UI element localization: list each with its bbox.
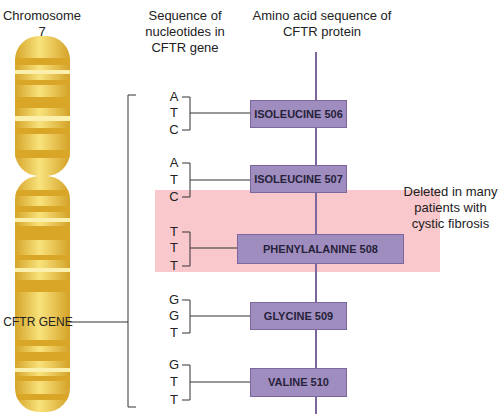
nucleotide-letter: T	[166, 224, 182, 240]
nucleotide-letter: A	[166, 155, 182, 171]
column-heading: Chromosome 7	[2, 8, 82, 40]
nucleotide-letter: T	[166, 240, 182, 256]
chromosome-band	[15, 218, 70, 222]
amino-acid-name: GLYCINE 509	[264, 310, 333, 323]
chromosome-band	[15, 206, 70, 212]
nucleotide-letter: G	[166, 292, 182, 308]
chromosome-band	[15, 394, 70, 400]
nucleotide-letter: T	[166, 374, 182, 390]
amino-acid-name: ISOLEUCINE 507	[254, 173, 343, 186]
nucleotide-letter: T	[166, 172, 182, 188]
chromosome-band	[15, 340, 70, 346]
protein-chain-link	[315, 193, 317, 234]
chromosome-upper-arm	[15, 36, 70, 176]
bracket-lines	[70, 95, 250, 407]
chromosome-band	[15, 116, 70, 121]
chromosome-band	[15, 268, 70, 272]
codon-bracket	[182, 232, 237, 266]
chromosome-band	[15, 80, 70, 85]
chromosome-body	[15, 36, 70, 176]
chromosome-band	[15, 226, 70, 240]
nucleotide-letter: A	[166, 89, 182, 105]
chromosome-band	[15, 150, 70, 158]
gene-label: CFTR GENE	[0, 314, 76, 330]
amino-acid-name: PHENYLALANINE 508	[263, 243, 378, 256]
nucleotide-letter: T	[166, 105, 182, 121]
column-heading: Sequence of nucleotides in CFTR gene	[143, 8, 227, 56]
chromosome-band	[15, 128, 70, 134]
amino-acid-box: ISOLEUCINE 507	[250, 165, 347, 193]
deletion-band	[155, 190, 440, 272]
chromosome-band	[15, 368, 70, 372]
chromosome-band	[15, 255, 70, 260]
nucleotide-letter: C	[166, 189, 182, 205]
amino-acid-name: ISOLEUCINE 506	[254, 108, 343, 121]
gene-leader-line	[70, 322, 128, 323]
chromosome-band	[15, 190, 70, 196]
protein-chain-link	[315, 330, 317, 368]
codon-bracket	[182, 97, 250, 130]
chromosome-band	[15, 352, 70, 361]
amino-acid-box: ISOLEUCINE 506	[250, 100, 347, 128]
nucleotide-letter: T	[166, 258, 182, 274]
chromosome-band	[15, 280, 70, 292]
amino-acid-box: VALINE 510	[250, 368, 347, 397]
chromosome-lower-arm	[15, 176, 70, 412]
protein-chain-link	[315, 264, 317, 302]
chromosome-band	[15, 58, 70, 65]
nucleotide-letter: T	[166, 325, 182, 341]
protein-chain-link	[315, 128, 317, 165]
codon-bracket	[182, 163, 250, 197]
amino-acid-name: VALINE 510	[268, 376, 329, 389]
deletion-note: Deleted in many patients with cystic fib…	[403, 184, 498, 232]
nucleotide-letter: C	[166, 122, 182, 138]
amino-acid-box: PHENYLALANINE 508	[237, 234, 404, 264]
amino-acid-box: GLYCINE 509	[250, 302, 347, 330]
protein-chain-segment	[315, 397, 317, 414]
chromosome-band	[15, 97, 70, 108]
codon-bracket	[182, 365, 250, 400]
chromosome-body	[15, 176, 70, 412]
nucleotide-letter: G	[166, 308, 182, 324]
chromosome-band	[15, 70, 70, 74]
gene-bracket	[128, 95, 136, 407]
codon-bracket	[182, 300, 250, 333]
column-heading: Amino acid sequence of CFTR protein	[247, 8, 397, 40]
nucleotide-letter: G	[166, 357, 182, 373]
protein-chain-segment	[315, 52, 317, 100]
chromosome-band	[15, 376, 70, 381]
nucleotide-letter: T	[166, 392, 182, 408]
